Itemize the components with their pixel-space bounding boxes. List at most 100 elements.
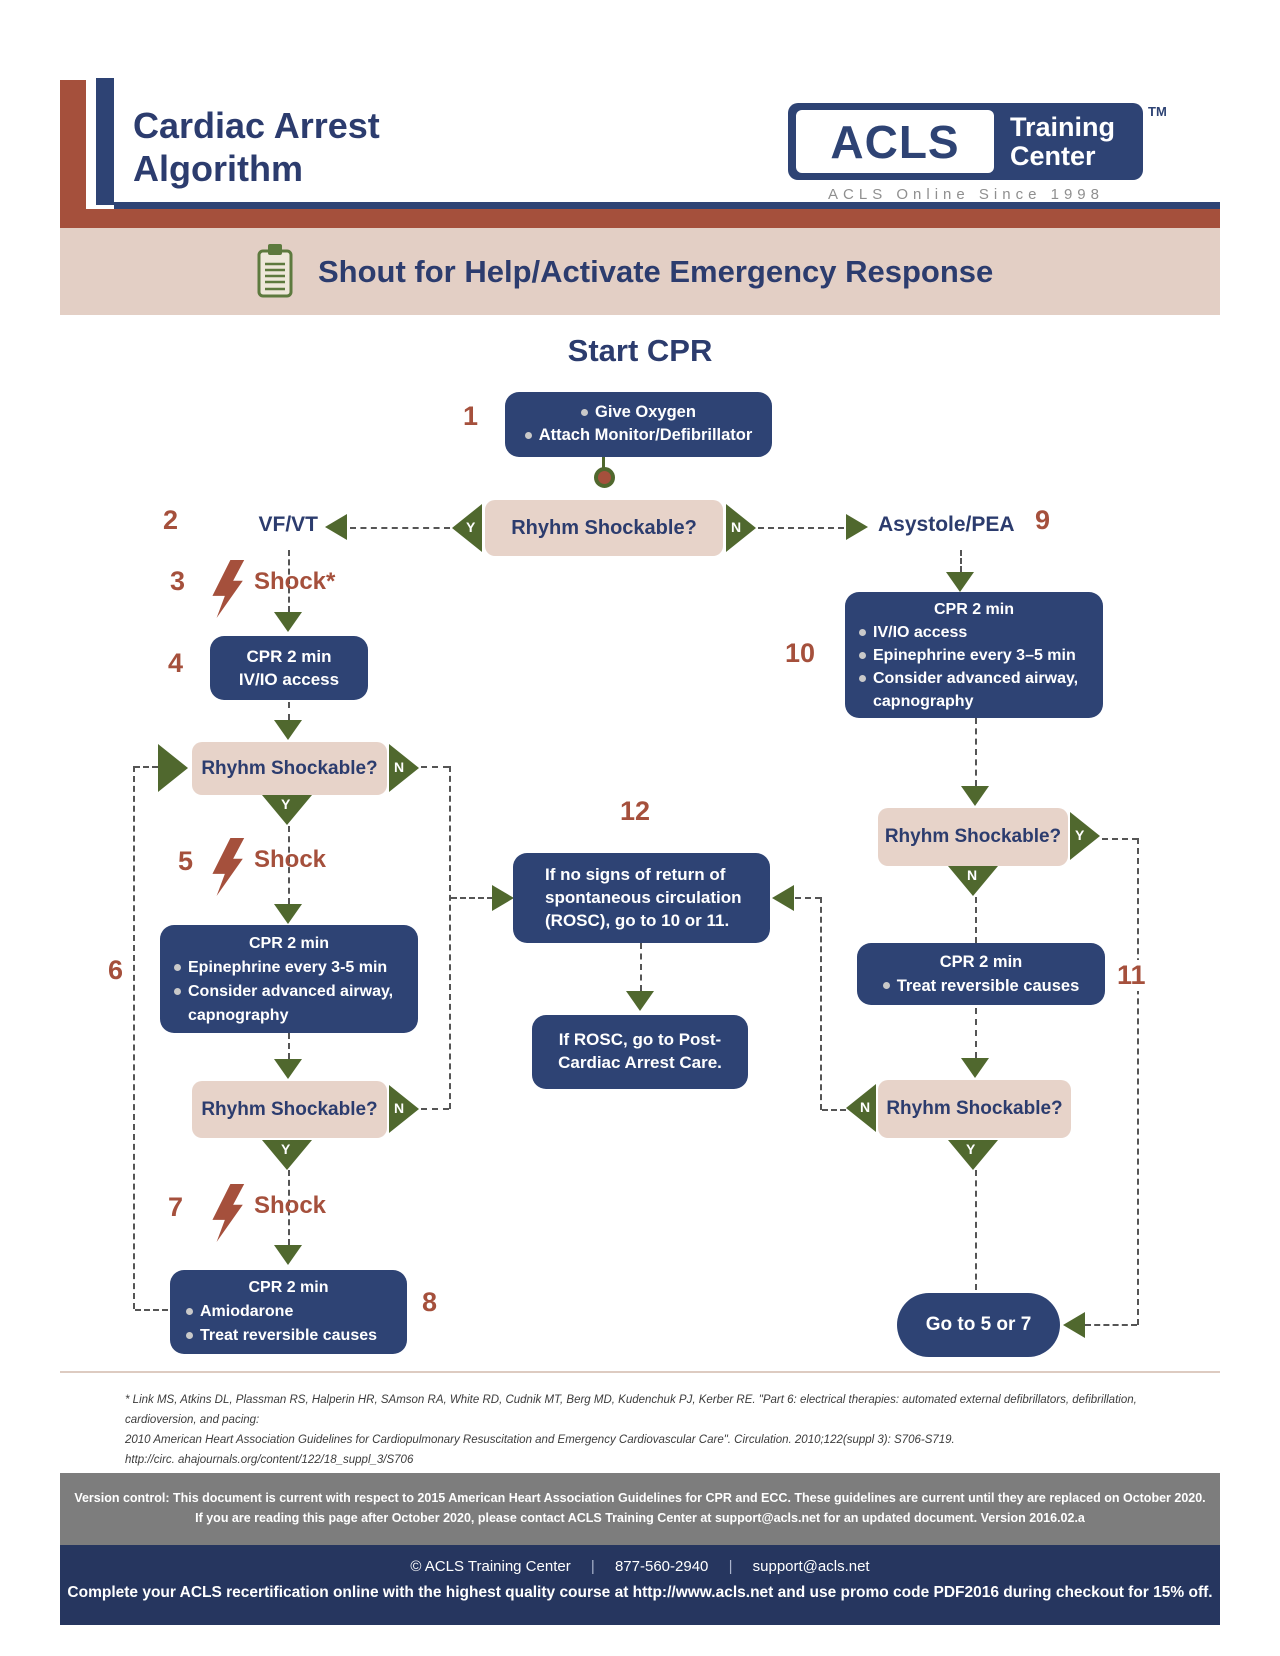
footnote-line3: http://circ. ahajournals.org/content/122… xyxy=(125,1454,414,1466)
step-number-10: 10 xyxy=(785,638,816,668)
arrow-down xyxy=(274,612,302,632)
goto-label: Go to 5 or 7 xyxy=(925,1314,1032,1335)
connector-dashed xyxy=(288,826,290,904)
decision-2-label: Rhyhm Shockable? xyxy=(201,757,378,779)
box8-bullet2: Treat reversible causes xyxy=(200,1327,378,1344)
step-number-5: 5 xyxy=(178,846,194,876)
acls-logo-badge: ACLS xyxy=(796,110,994,173)
box8-title: CPR 2 min xyxy=(248,1279,329,1296)
connector-dashed xyxy=(758,527,844,529)
no-triangle xyxy=(726,504,756,552)
no-label: N xyxy=(860,1099,871,1115)
connector-dashed xyxy=(449,766,451,1109)
yes-triangle xyxy=(948,1140,998,1170)
connector-dashed xyxy=(975,718,977,786)
bullet-icon xyxy=(859,652,866,659)
box6-bullet2-cont: capnography xyxy=(188,1007,289,1024)
yes-triangle xyxy=(262,1140,312,1170)
step-number-3: 3 xyxy=(170,566,186,596)
step-number-9: 9 xyxy=(1035,505,1051,535)
no-triangle xyxy=(389,1085,419,1133)
connector-dot xyxy=(594,467,615,488)
footer-phone: 877-560-2940 xyxy=(614,1558,709,1575)
box13-line2: Cardiac Arrest Care. xyxy=(558,1053,722,1072)
bullet-icon xyxy=(174,964,181,971)
connector-dashed xyxy=(1085,1324,1137,1326)
header-rule-navy xyxy=(114,202,1220,209)
connector-dashed xyxy=(960,550,962,572)
start-cpr-title: Start CPR xyxy=(567,333,713,368)
box10-bullet2: Epinephrine every 3–5 min xyxy=(873,647,1076,664)
box10-bullet3-cont: capnography xyxy=(873,693,974,710)
decision-4: Rhyhm Shockable? xyxy=(878,808,1068,866)
box10-bullet3: Consider advanced airway, xyxy=(873,670,1079,687)
box-11: CPR 2 min Treat reversible causes xyxy=(857,943,1105,1005)
connector-dashed xyxy=(640,943,642,991)
connector-dashed xyxy=(135,1309,168,1311)
decision-4-label: Rhyhm Shockable? xyxy=(884,826,1062,847)
lightning-icon xyxy=(212,838,245,896)
arrow-down xyxy=(626,991,654,1011)
yes-triangle xyxy=(262,795,312,825)
footer-promo: Complete your ACLS recertification onlin… xyxy=(67,1584,1213,1601)
shock3-label: Shock* xyxy=(254,568,336,595)
yes-triangle xyxy=(452,504,482,552)
box-4: CPR 2 min IV/IO access xyxy=(210,636,368,700)
version-bar-line2: If you are reading this page after Octob… xyxy=(195,1511,1085,1525)
footer-copyright: © ACLS Training Center xyxy=(410,1558,571,1575)
connector-stem xyxy=(602,457,605,469)
footer-separator: | xyxy=(728,1558,733,1575)
lightning-icon xyxy=(212,1184,245,1242)
no-triangle xyxy=(846,1084,876,1132)
shock7-label: Shock xyxy=(254,1192,327,1219)
box-10: CPR 2 min IV/IO access Epinephrine every… xyxy=(845,592,1103,718)
step-number-2: 2 xyxy=(163,505,179,535)
arrow-down xyxy=(274,904,302,924)
acls-logo-text: ACLS xyxy=(830,115,960,168)
acls-logo-training: Training Center xyxy=(1010,113,1115,171)
asystole-label: Asystole/PEA xyxy=(878,513,1015,536)
clipboard-icon xyxy=(257,244,293,298)
box6-title: CPR 2 min xyxy=(248,935,329,952)
connector-dashed xyxy=(288,550,290,612)
header-rust-bar xyxy=(60,80,86,212)
header-navy-bar xyxy=(96,78,114,205)
connector-dashed xyxy=(1102,838,1138,840)
arrow-down xyxy=(961,1058,989,1078)
arrow-down xyxy=(274,720,302,740)
connector-dashed xyxy=(451,897,493,899)
arrow-left xyxy=(325,514,347,540)
arrow-right xyxy=(846,514,868,540)
connector-dashed xyxy=(288,702,290,720)
goto-5-or-7-pill: Go to 5 or 7 xyxy=(897,1293,1060,1357)
footer-email: support@acls.net xyxy=(752,1558,870,1575)
box11-bullet1: Treat reversible causes xyxy=(896,977,1080,995)
version-bar: Version control: This document is curren… xyxy=(60,1473,1220,1545)
footer-separator: | xyxy=(590,1558,595,1575)
connector-dashed xyxy=(975,1008,977,1058)
box12-line3: (ROSC), go to 10 or 11. xyxy=(545,911,730,930)
connector-dashed xyxy=(795,897,821,899)
no-label: N xyxy=(394,1100,405,1116)
yes-label: Y xyxy=(281,1141,291,1157)
bullet-icon xyxy=(174,988,181,995)
box4-line1: CPR 2 min xyxy=(246,647,332,666)
bullet-icon xyxy=(186,1308,193,1315)
page-title: Cardiac Arrest Algorithm xyxy=(133,104,380,190)
arrow-left xyxy=(772,885,794,911)
arrow-right xyxy=(492,885,514,911)
version-bar-line1: Version control: This document is curren… xyxy=(74,1491,1206,1505)
decision-2: Rhyhm Shockable? xyxy=(192,742,387,795)
box12-line2: spontaneous circulation xyxy=(545,888,742,907)
decision-5: Rhyhm Shockable? xyxy=(878,1080,1071,1138)
bullet-icon xyxy=(882,982,890,989)
step-number-12: 12 xyxy=(620,796,651,826)
bullet-icon xyxy=(859,675,866,682)
page-title-line2: Algorithm xyxy=(133,148,303,189)
step-number-6: 6 xyxy=(108,955,124,985)
yes-triangle xyxy=(1070,812,1100,860)
footer-contact-row: © ACLS Training Center | 877-560-2940 | … xyxy=(60,1558,1220,1575)
arrow-into-decision-2 xyxy=(158,744,188,792)
logo-tagline: ACLS Online Since 1998 xyxy=(828,186,1104,203)
